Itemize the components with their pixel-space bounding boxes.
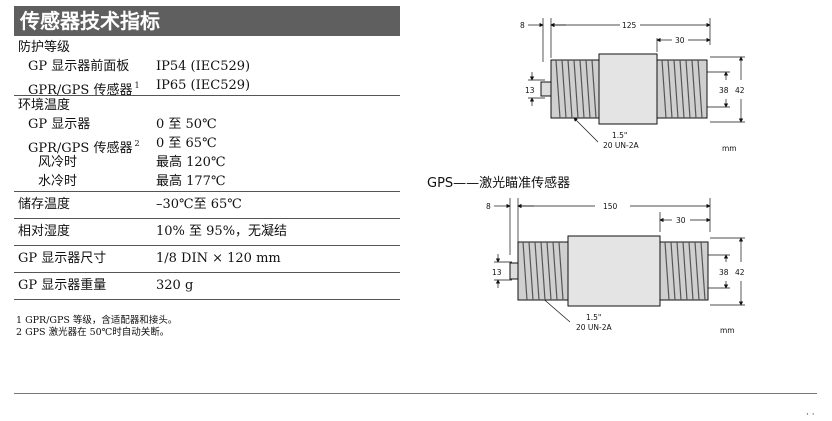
dim-42: 42 [735,86,745,95]
unit-label: mm [720,326,735,335]
diagram-title: GPS——激光瞄准传感器 [427,176,571,191]
dim-42: 42 [735,268,745,277]
spec-label: 风冷时 [38,155,78,170]
spec-row-air-cooled: 风冷时 最高 120℃ [14,153,400,172]
dim-13: 13 [525,86,535,95]
spec-row-weight: GP 显示器重量 320 g [14,272,400,300]
dim-38: 38 [719,268,729,277]
dim-38: 38 [719,86,729,95]
spec-row-gp-display: GP 显示器 0 至 50℃ [14,115,400,134]
spec-value: 10% 至 95%，无凝结 [156,224,288,239]
spec-row-protection: 防护等级 [14,38,400,57]
spec-value: IP65 (IEC529) [156,78,251,93]
spec-value: 最高 120℃ [156,155,226,170]
thread-spec: 20 UN-2A [576,323,613,332]
spec-label: GP 显示器重量 [18,278,107,293]
footnote-mark: 2 [134,139,140,148]
dim-150: 150 [603,202,618,211]
spec-label: GP 显示器 [28,117,91,132]
dim-125: 125 [622,21,637,30]
dim-30: 30 [676,216,686,225]
unit-label: mm [722,144,737,153]
spec-value: 320 g [156,278,194,293]
spec-label: 水冷时 [38,174,78,189]
dim-13: 13 [492,268,502,277]
spec-row-size: GP 显示器尺寸 1/8 DIN × 120 mm [14,245,400,272]
page-divider [14,393,817,394]
dim-8: 8 [486,202,491,211]
spec-value: 最高 177℃ [156,174,226,189]
spec-label: 储存温度 [18,197,71,212]
footnote: 1 GPR/GPS 等级，含适配器和接头。 [16,315,178,326]
thread-size: 1.5" [586,313,601,322]
spec-value: 0 至 65℃ [156,136,217,151]
dim-8: 8 [520,21,525,30]
thread-size: 1.5" [612,131,627,140]
spec-label: 环境温度 [18,98,71,113]
spec-label: 相对湿度 [18,224,71,239]
spec-value: 0 至 50℃ [156,117,217,132]
page-corner-mark: · · [806,410,815,420]
spec-row-storage: 储存温度 –30℃至 65℃ [14,191,400,218]
spec-row-water-cooled: 水冷时 最高 177℃ [14,172,400,191]
section-title: 传感器技术指标 [14,6,400,36]
spec-row-gp-panel: GP 显示器前面板 IP54 (IEC529) [14,57,400,76]
spec-label: 防护等级 [18,40,71,55]
spec-value: –30℃至 65℃ [156,197,242,212]
thread-spec: 20 UN-2A [603,141,640,150]
spec-label: GP 显示器前面板 [28,59,130,74]
dim-30: 30 [675,36,685,45]
spec-table: 防护等级 GP 显示器前面板 IP54 (IEC529) GPR/GPS 传感器… [14,38,400,300]
footnotes: 1 GPR/GPS 等级，含适配器和接头。 2 GPS 激光器在 50℃时自动关… [16,315,177,339]
spec-value: IP54 (IEC529) [156,59,251,74]
spec-label: GP 显示器尺寸 [18,251,107,266]
spec-row-ambient: 环境温度 [14,95,400,115]
footnote-mark: 1 [134,81,140,90]
footnote: 2 GPS 激光器在 50℃时自动关断。 [16,327,170,338]
spec-value: 1/8 DIN × 120 mm [156,251,281,266]
spec-row-humidity: 相对湿度 10% 至 95%，无凝结 [14,218,400,245]
